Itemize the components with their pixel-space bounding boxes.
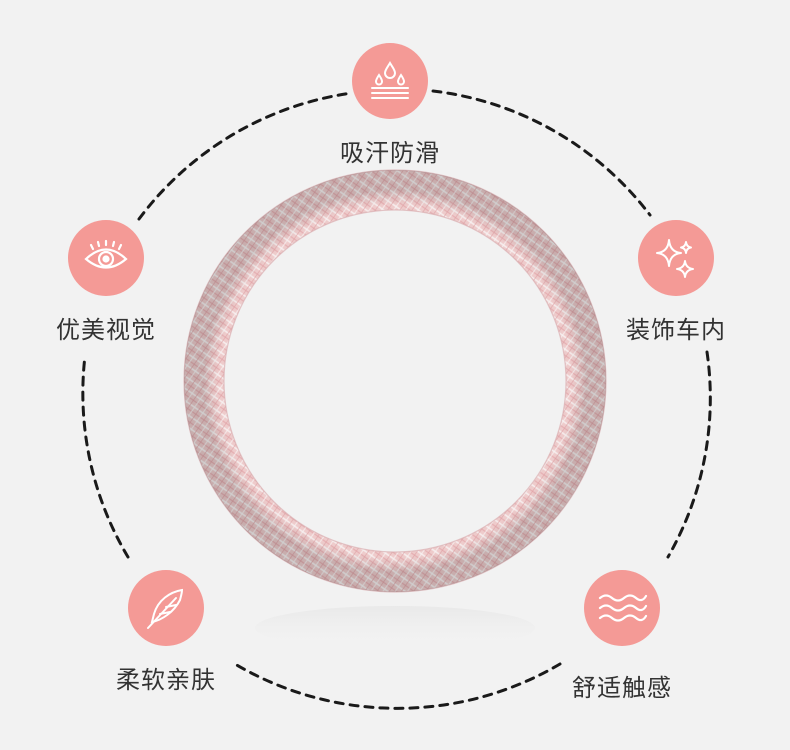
feature-comfortable-touch: 舒适触感 xyxy=(552,570,692,703)
feature-sweat-antislip: 吸汗防滑 xyxy=(320,43,460,168)
feature-badge xyxy=(352,43,428,119)
dashed-ring xyxy=(81,89,712,710)
feature-label: 柔软亲肤 xyxy=(116,666,216,694)
feature-label: 优美视觉 xyxy=(56,316,156,344)
waves-icon xyxy=(598,594,648,622)
steering-wheel-cover xyxy=(183,169,607,593)
sweat-drops-icon xyxy=(371,61,409,99)
wheel-reflection xyxy=(255,606,535,650)
eye-icon xyxy=(84,239,128,269)
feature-decorate-interior: 装饰车内 xyxy=(606,220,746,345)
feature-beautiful-visual: 优美视觉 xyxy=(36,220,176,345)
feature-badge xyxy=(584,570,660,646)
feature-badge xyxy=(128,570,204,646)
feature-badge xyxy=(68,220,144,296)
sparkle-icon xyxy=(656,239,694,278)
feature-label: 舒适触感 xyxy=(572,674,672,702)
feature-label: 装饰车内 xyxy=(626,316,726,344)
feature-soft-skin: 柔软亲肤 xyxy=(96,570,236,695)
feather-icon xyxy=(147,588,184,629)
feature-label: 吸汗防滑 xyxy=(340,139,440,167)
feature-badge xyxy=(638,220,714,296)
